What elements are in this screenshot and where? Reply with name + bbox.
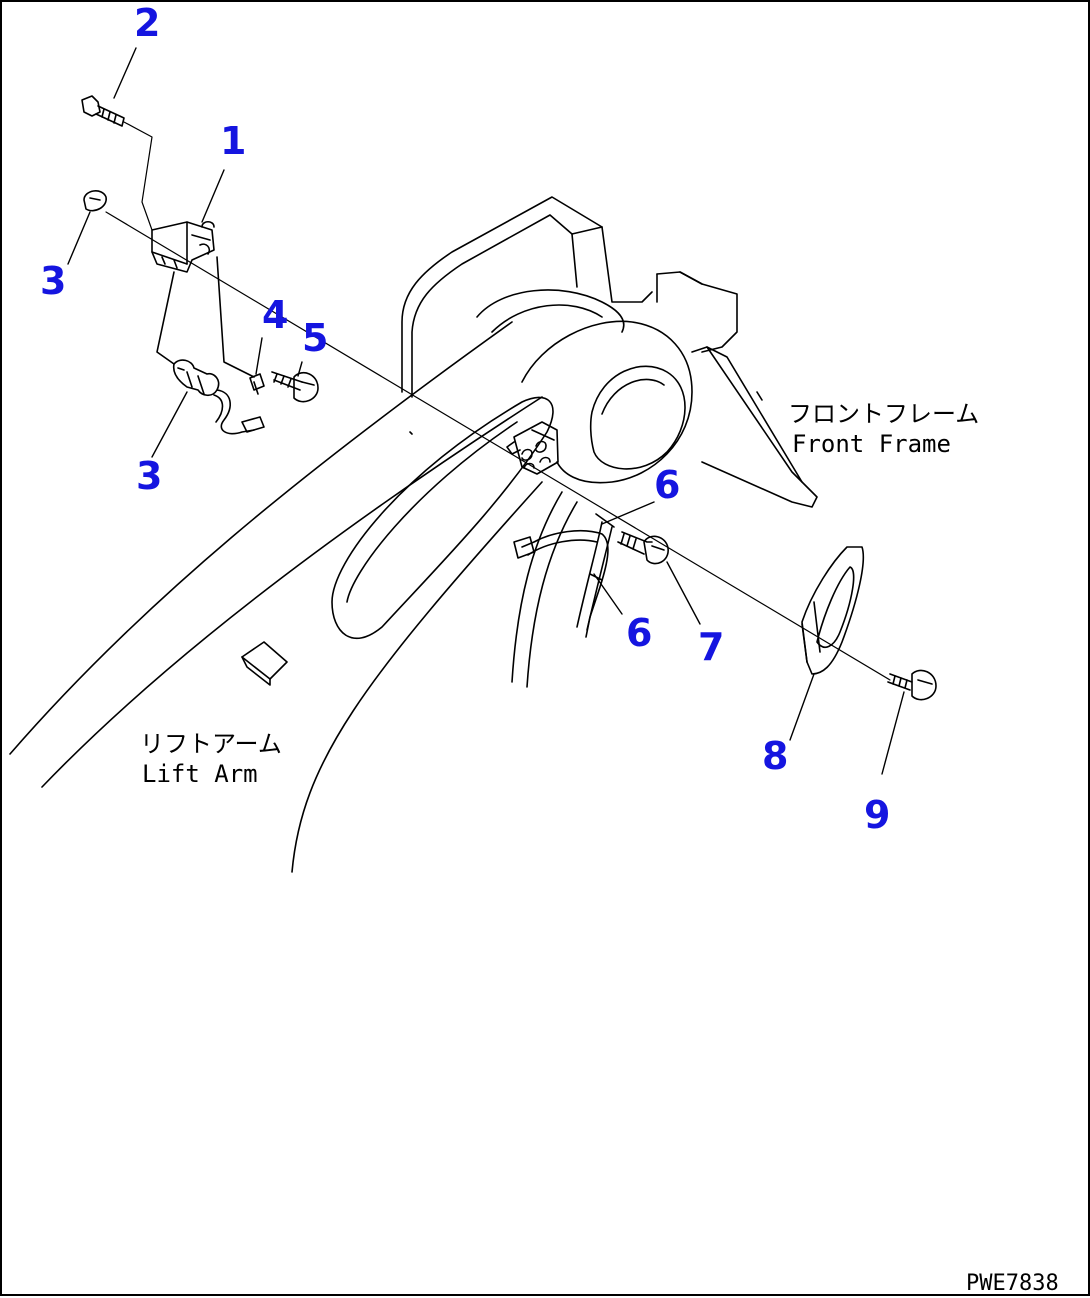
front-frame-label-jp: フロントフレーム (788, 400, 979, 428)
callout-5: 5 (302, 316, 328, 360)
front-frame-drawing (401, 196, 818, 508)
callout-numbers: 2 1 3 4 5 3 6 6 7 8 9 (40, 2, 890, 837)
callout-3-bottom: 3 (136, 454, 162, 498)
callout-4: 4 (262, 293, 288, 337)
callout-2: 2 (134, 2, 160, 45)
callout-9: 9 (864, 793, 890, 837)
lift-arm-drawing (9, 321, 613, 873)
assembly-lines (105, 121, 891, 681)
callout-8: 8 (762, 734, 788, 778)
callout-1: 1 (220, 119, 246, 163)
callout-6-bottom: 6 (626, 611, 652, 655)
lift-arm-label-en: Lift Arm (142, 760, 258, 788)
front-frame-label-en: Front Frame (792, 430, 951, 458)
callout-6-top: 6 (654, 463, 680, 507)
callout-3-top: 3 (40, 259, 66, 303)
sensor-assembly-drawing (81, 95, 319, 435)
callout-7: 7 (698, 625, 724, 669)
drawing-code: PWE7838 (966, 1271, 1059, 1296)
region-labels: フロントフレーム Front Frame リフトアーム Lift Arm (140, 400, 979, 788)
cover-plate-drawing (801, 546, 937, 701)
lift-arm-label-jp: リフトアーム (140, 730, 282, 758)
leader-lines (67, 47, 905, 775)
